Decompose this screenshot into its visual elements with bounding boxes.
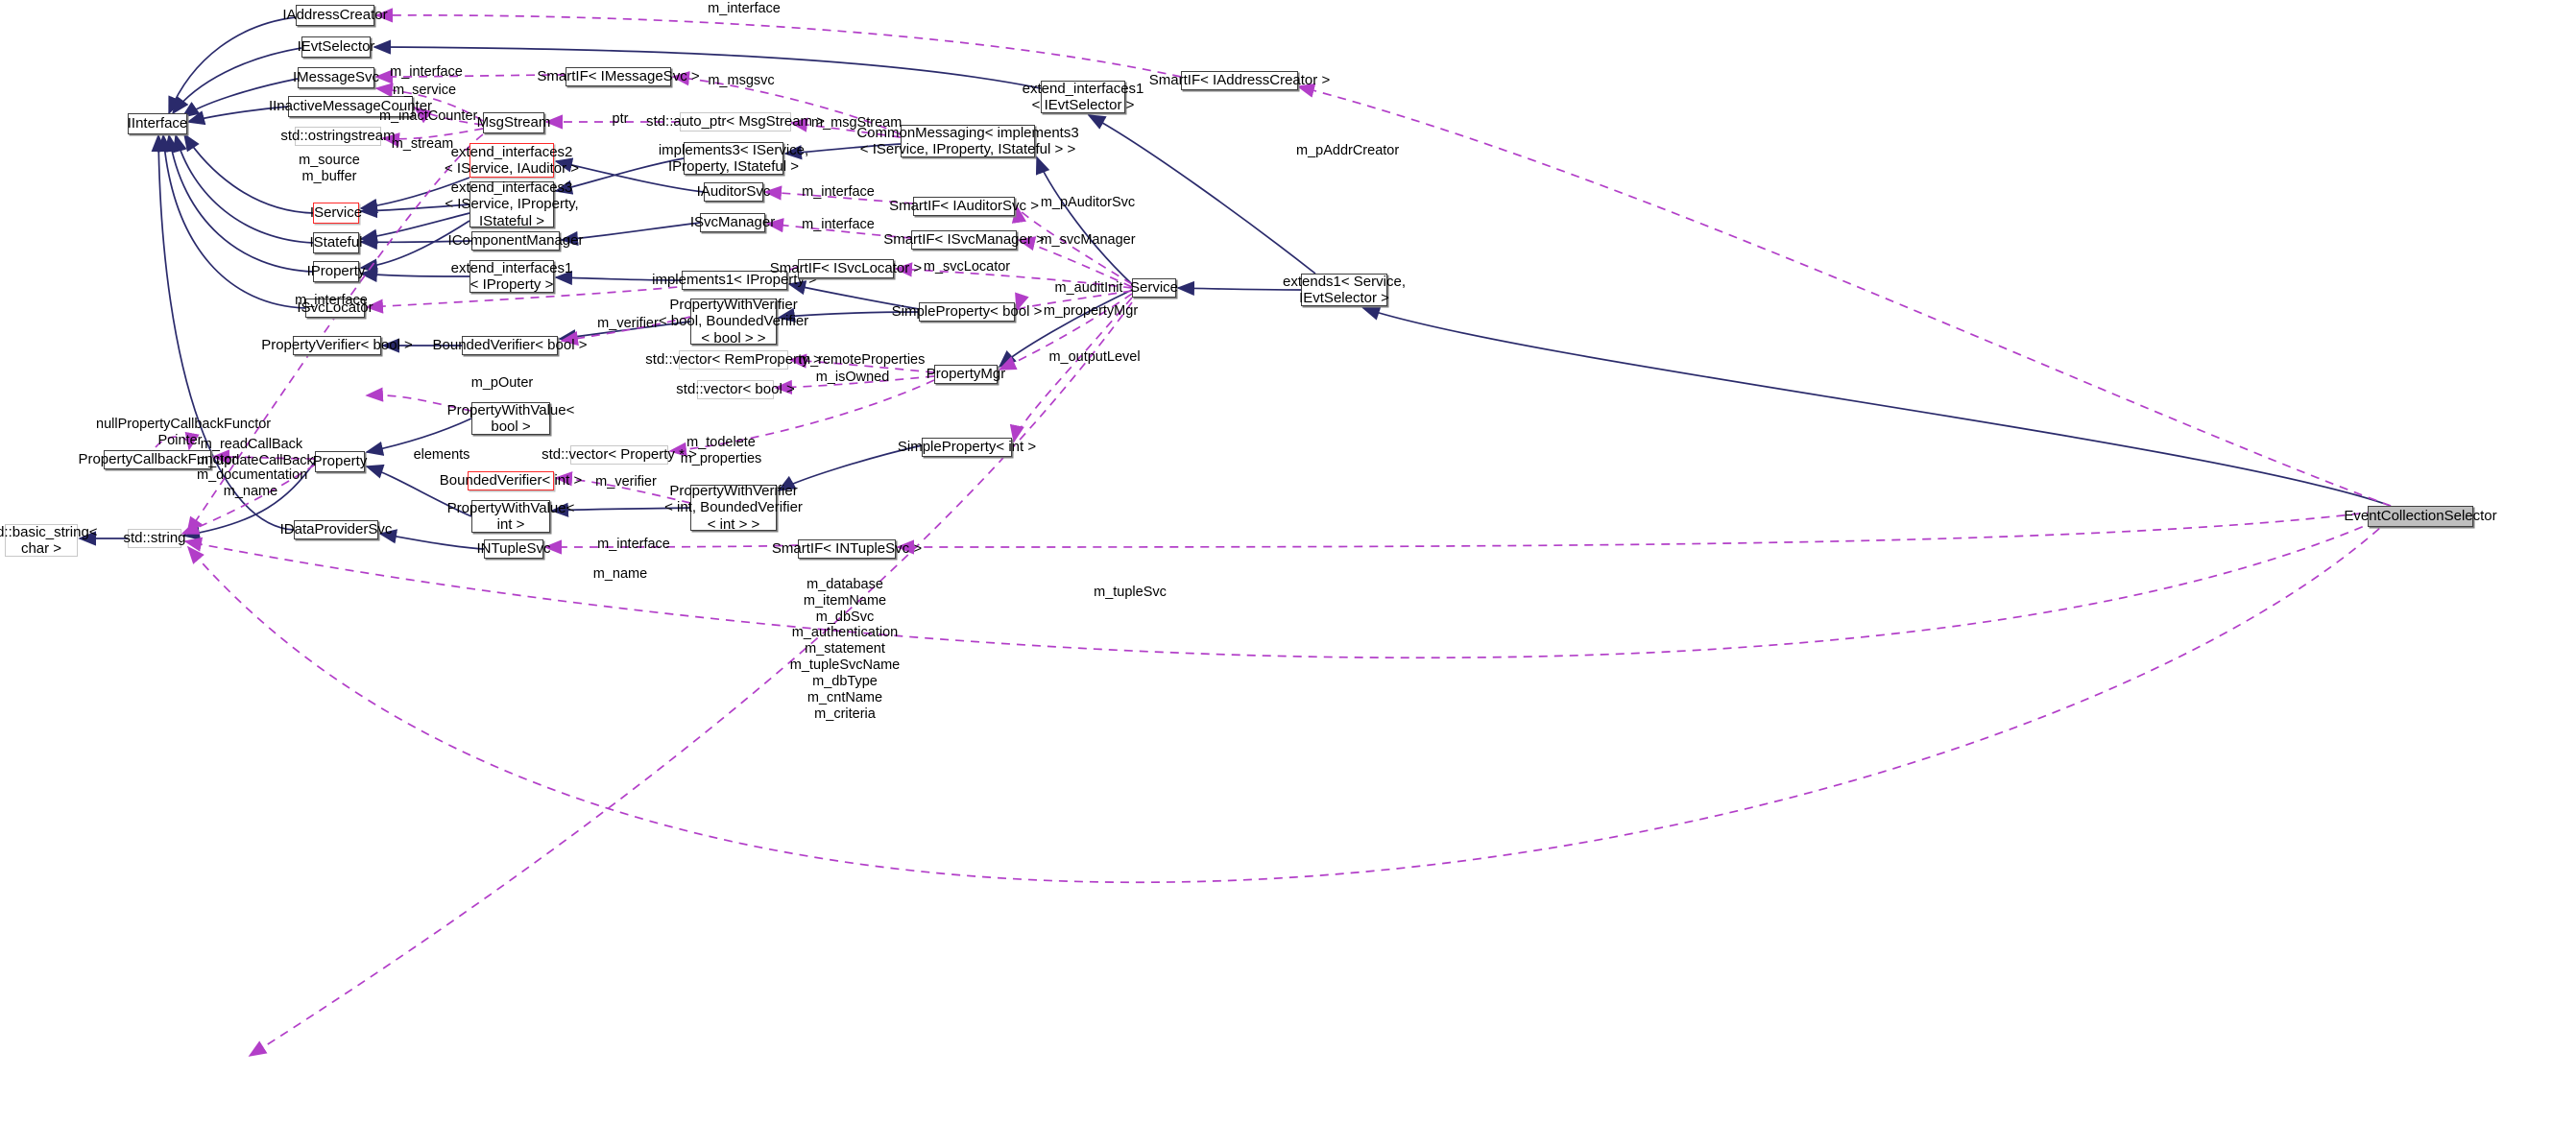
edge-label-lbl-m_interface-svcm: m_interface [802, 217, 875, 232]
edge-label-lbl-m_stream: m_stream [391, 136, 454, 152]
edge-label-lbl-m_verifier-bool: m_verifier [597, 316, 659, 331]
class-node-iinactivemessagecounter[interactable]: IInactiveMessageCounter [269, 96, 432, 117]
edge-label-lbl-m_outputlevel: m_outputLevel [1048, 349, 1141, 365]
edge-label-lbl-ptr: ptr [612, 111, 629, 127]
edge-label-lbl-m_readcallback: m_readCallBack m_updateCallBack [197, 437, 314, 468]
class-node-boundedverifier_int[interactable]: BoundedVerifier< int > [439, 471, 583, 490]
class-node-iservice[interactable]: IService [310, 203, 362, 224]
class-node-iproperty[interactable]: IProperty [307, 261, 365, 282]
class-node-smartif_isvclocator[interactable]: SmartIF< ISvcLocator > [769, 259, 923, 278]
edge-label-lbl-m_msgsvc: m_msgsvc [708, 73, 775, 88]
edge-label-lbl-m_todelete: m_todelete m_properties [680, 435, 762, 466]
class-node-extend_if3[interactable]: extend_interfaces3 < IService, IProperty… [445, 179, 579, 229]
class-node-extend_if1_iproperty[interactable]: extend_interfaces1 < IProperty > [450, 259, 573, 293]
edge-label-lbl-m_svcmanager: m_svcManager [1040, 232, 1136, 248]
class-node-ievtselector[interactable]: IEvtSelector [298, 36, 374, 58]
class-node-isvcmanager[interactable]: ISvcManager [689, 213, 776, 232]
edge-label-lbl-m_svclocator: m_svcLocator [923, 259, 1011, 275]
class-node-commonmessaging[interactable]: CommonMessaging< implements3 < IService,… [856, 124, 1079, 157]
class-node-iauditorsvc[interactable]: IAuditorSvc [696, 182, 771, 202]
edge-label-lbl-m_interface-svcloc: m_interface [295, 293, 368, 308]
class-node-istateful[interactable]: IStateful [309, 232, 363, 253]
class-node-imessagesvc[interactable]: IMessageSvc [293, 67, 379, 88]
class-node-intuplesvc[interactable]: INTupleSvc [476, 539, 551, 559]
class-node-eventcollectionselector[interactable]: EventCollectionSelector [2344, 506, 2497, 527]
class-node-msgstream[interactable]: MsgStream [477, 112, 550, 133]
class-node-extends1[interactable]: extends1< Service, IEvtSelector > [1283, 273, 1406, 306]
edge-label-lbl-nullptr: nullPropertyCallbackFunctor Pointer [96, 417, 272, 448]
class-node-smartif_iauditorsvc[interactable]: SmartIF< IAuditorSvc > [889, 197, 1039, 216]
class-node-iaddresscreator[interactable]: IAddressCreator [282, 5, 388, 26]
class-node-ostringstream[interactable]: std::ostringstream [280, 127, 396, 146]
edge-label-lbl-m_tuplesvc: m_tupleSvc [1094, 585, 1167, 600]
class-node-implements1_iproperty[interactable]: implements1< IProperty > [652, 271, 817, 290]
edge-label-lbl-m_paddrcreator: m_pAddrCreator [1296, 143, 1400, 158]
class-node-vector_property_ptr[interactable]: std::vector< Property * > [542, 445, 697, 465]
edge-label-lbl-m_interface-top: m_interface [708, 1, 781, 16]
class-node-smartif_imessagesvc[interactable]: SmartIF< IMessageSvc > [537, 67, 700, 86]
edge-label-lbl-m_interface-aud: m_interface [802, 184, 875, 200]
class-node-extend_if1_ievtselector[interactable]: extend_interfaces1 < IEvtSelector > [1022, 80, 1144, 113]
class-node-propertyverifier_bool[interactable]: PropertyVerifier< bool > [261, 336, 413, 355]
edge-label-lbl-m_interface-ntuple: m_interface [597, 537, 670, 552]
class-node-icomponentmanager[interactable]: IComponentManager [447, 231, 584, 251]
class-node-propertymgr[interactable]: PropertyMgr [926, 365, 1006, 384]
edge-label-lbl-field-list: m_database m_itemName m_dbSvc m_authenti… [789, 577, 901, 722]
class-node-propwithverif_bool[interactable]: PropertyWithVerifier < bool, BoundedVeri… [658, 297, 809, 346]
edge-label-lbl-m_interface-msg: m_interface [390, 64, 463, 80]
edge-label-lbl-elements: elements [413, 447, 470, 463]
class-node-propertycallbackfunctor[interactable]: PropertyCallbackFunctor [78, 450, 237, 469]
edge-label-lbl-m_isowned: m_isOwned [815, 370, 890, 385]
edge-label-lbl-m_pouter: m_pOuter [470, 375, 534, 391]
class-node-simpleproperty_int[interactable]: SimpleProperty< int > [897, 438, 1037, 457]
class-node-isvclocator[interactable]: ISvcLocator [297, 299, 373, 318]
edge-label-lbl-m_pauditorsvc: m_pAuditorSvc [1040, 195, 1136, 210]
class-node-basic_string[interactable]: std::basic_string< char > [0, 523, 98, 557]
class-node-auto_ptr_msgstream[interactable]: std::auto_ptr< MsgStream > [646, 112, 825, 131]
class-node-smartif_isvcmanager[interactable]: SmartIF< ISvcManager > [883, 230, 1045, 250]
class-node-std_string[interactable]: std::string [123, 529, 186, 548]
class-node-propwithvalue_bool[interactable]: PropertyWithValue< bool > [446, 401, 575, 435]
edge-label-lbl-m_service: m_service [392, 83, 457, 98]
class-node-vector_bool[interactable]: std::vector< bool > [676, 380, 795, 399]
class-node-smartif_intuplesvc[interactable]: SmartIF< INTupleSvc > [771, 539, 923, 559]
class-node-iinterface[interactable]: IInterface [128, 113, 187, 134]
class-node-implements3[interactable]: implements3< IService, IProperty, IState… [658, 141, 809, 175]
edge-label-lbl-m_remoteproperties: m_remoteProperties [799, 352, 926, 368]
class-node-idataprovidersvc[interactable]: IDataProviderSvc [279, 520, 393, 539]
class-node-boundedverifier_bool[interactable]: BoundedVerifier< bool > [432, 336, 588, 355]
edge-label-lbl-m_propertymgr: m_propertyMgr [1043, 303, 1139, 319]
edge-label-lbl-m_msgstream: m_msgStream [811, 115, 903, 131]
edge-label-lbl-m_source_buffer: m_source m_buffer [299, 153, 360, 184]
edge-label-lbl-m_documentation: m_documentation m_name [197, 467, 308, 499]
class-node-service[interactable]: Service [1129, 278, 1179, 298]
class-node-propwithvalue_int[interactable]: PropertyWithValue< int > [446, 499, 575, 533]
class-node-property[interactable]: Property [313, 451, 367, 472]
edge-label-lbl-m_name: m_name [592, 566, 648, 582]
class-node-vector_remproperty[interactable]: std::vector< RemProperty > [645, 350, 822, 370]
class-node-smartif_iaddresscreator[interactable]: SmartIF< IAddressCreator > [1148, 71, 1331, 90]
class-node-extend_if2[interactable]: extend_interfaces2 < IService, IAuditor … [444, 143, 580, 178]
edge-label-lbl-m_inactcounter: m_inactCounter [379, 108, 478, 124]
class-node-simpleproperty_bool[interactable]: SimpleProperty< bool > [891, 302, 1043, 322]
edge-label-lbl-m_verifier-int: m_verifier [595, 474, 657, 490]
edge-label-lbl-m_auditinit: m_auditInit [1054, 280, 1123, 296]
class-node-propwithverif_int[interactable]: PropertyWithVerifier < int, BoundedVerif… [664, 483, 803, 533]
